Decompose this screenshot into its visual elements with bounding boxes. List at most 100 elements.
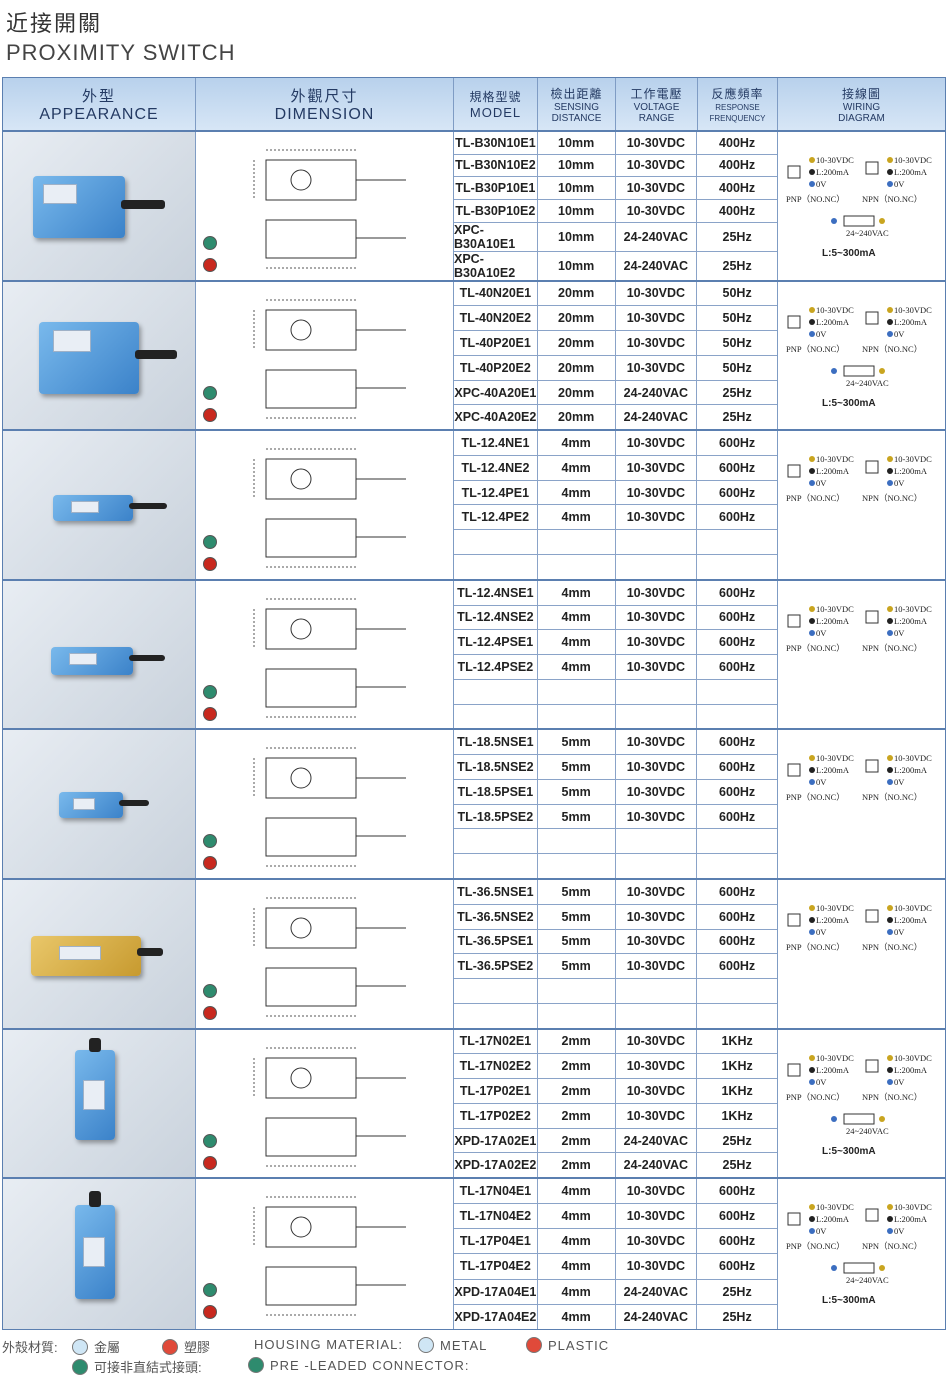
cell-model: TL-17N02E2 — [454, 1054, 538, 1079]
cell-voltage: 10-30VDC — [616, 730, 698, 755]
blue-wire-dot-icon — [887, 779, 893, 786]
cell-frequency — [697, 530, 777, 554]
cell-frequency — [697, 829, 777, 853]
sensor-image — [75, 1191, 115, 1300]
brown-wire-dot-icon — [809, 157, 815, 163]
pnp-vdc-label: 10-30VDC — [816, 603, 854, 614]
pnp-zero-label: 0V — [816, 328, 827, 339]
cell-voltage: 10-30VDC — [616, 1254, 698, 1279]
brown-wire-dot-icon — [887, 605, 893, 612]
sensor-label-plate — [53, 329, 91, 352]
pnp-zero-label: 0V — [816, 1076, 827, 1087]
legend-housing-zh: 外殼材質: — [2, 1337, 58, 1356]
cell-frequency: 600Hz — [719, 585, 756, 600]
page-title: 近接開關 PROXIMITY SWITCH — [6, 6, 236, 66]
npn-vdc-label: 10-30VDC — [894, 1202, 932, 1213]
cell-voltage: 24-240VAC — [616, 405, 698, 430]
cell-model — [454, 679, 538, 704]
blue-wire-dot-icon — [887, 480, 893, 487]
connector-dot-icon — [203, 684, 217, 699]
cell-distance: 4mm — [538, 1279, 616, 1304]
dimension-lines — [253, 1196, 406, 1316]
blue-wire-dot-icon — [809, 779, 815, 786]
cell-distance: 5mm — [538, 954, 616, 979]
cell-distance: 2mm — [538, 1029, 616, 1054]
pnp-sensor-box — [787, 315, 801, 329]
cell-distance — [538, 979, 616, 1003]
cell-voltage: 10-30VDC — [616, 1229, 698, 1254]
cell-frequency: 600Hz — [719, 1234, 756, 1249]
title-english: PROXIMITY SWITCH — [6, 40, 236, 65]
npn-caption: NPN（NO.NC） — [862, 194, 923, 204]
sensor-label-plate — [83, 1079, 105, 1110]
cell-voltage: 10-30VDC — [616, 605, 698, 630]
pnp-zero-label: 0V — [816, 777, 827, 788]
cell-frequency: 600Hz — [719, 1209, 756, 1224]
product-table: 外型 APPEARANCE 外觀尺寸 DIMENSION 規格型號 MODEL … — [2, 77, 946, 1330]
header-frequency-en2: FRENQUENCY — [709, 113, 766, 123]
appearance-photo — [3, 1179, 196, 1329]
npn-load-label: L:200mA — [894, 167, 928, 177]
connector-dot-icon — [203, 385, 217, 400]
black-wire-dot-icon — [809, 617, 815, 624]
cell-model: TL-B30P10E2 — [454, 199, 538, 222]
pnp-caption: PNP（NO.NC） — [786, 343, 845, 354]
cell-voltage: 24-240VAC — [616, 1128, 698, 1153]
cell-distance — [538, 555, 616, 579]
legend-connector-en: PRE -LEADED CONNECTOR: — [248, 1357, 469, 1373]
pnp-sensor-box — [787, 614, 801, 628]
cell-frequency: 600Hz — [719, 959, 756, 974]
cell-model: TL-12.4NSE1 — [454, 580, 538, 605]
cell-voltage: 10-30VDC — [616, 331, 698, 355]
sensor-label-plate — [71, 501, 99, 514]
cell-voltage: 10-30VDC — [616, 306, 698, 331]
brown-wire-dot-icon — [809, 1054, 815, 1061]
cell-distance: 20mm — [538, 380, 616, 405]
cell-model: XPD-17A02E1 — [454, 1128, 538, 1153]
header-wiring: 接線圖 WIRING DIAGRAM — [778, 78, 945, 130]
cell-model — [454, 979, 538, 1003]
sensor-cable — [137, 947, 163, 956]
black-wire-dot-icon — [887, 767, 893, 774]
pnp-sensor-box — [787, 1063, 801, 1077]
cell-model — [454, 1003, 538, 1028]
pnp-vdc-label: 10-30VDC — [816, 753, 854, 764]
cell-distance: 5mm — [538, 779, 616, 804]
cell-frequency: 600Hz — [719, 784, 756, 799]
ac-load-box — [843, 1262, 875, 1274]
header-model: 規格型號 MODEL — [454, 78, 538, 130]
sensor-image — [53, 495, 167, 522]
blue-wire-dot-icon — [887, 181, 893, 187]
cell-frequency: 1KHz — [721, 1034, 753, 1049]
cell-distance: 5mm — [538, 879, 616, 904]
cell-frequency: 600Hz — [719, 735, 756, 750]
pnp-load-label: L:200mA — [816, 1064, 850, 1075]
cell-distance: 2mm — [538, 1103, 616, 1128]
pnp-zero-label: 0V — [816, 478, 827, 489]
blue-wire-dot-icon — [831, 218, 837, 224]
blue-wire-dot-icon — [831, 1265, 837, 1272]
npn-caption: NPN（NO.NC） — [862, 343, 923, 354]
blue-wire-dot-icon — [887, 1228, 893, 1235]
legend-metal-zh-label: 金屬 — [94, 1340, 121, 1355]
npn-sensor-box — [865, 1059, 879, 1073]
cell-frequency: 50Hz — [722, 311, 752, 326]
header-frequency-en1: RESPONSE — [715, 102, 760, 112]
outline-side-view — [265, 219, 357, 259]
pnp-load-label: L:200mA — [816, 615, 850, 626]
brown-wire-dot-icon — [809, 1204, 815, 1211]
connector-dot-icon — [203, 834, 217, 849]
cell-voltage — [616, 704, 698, 729]
